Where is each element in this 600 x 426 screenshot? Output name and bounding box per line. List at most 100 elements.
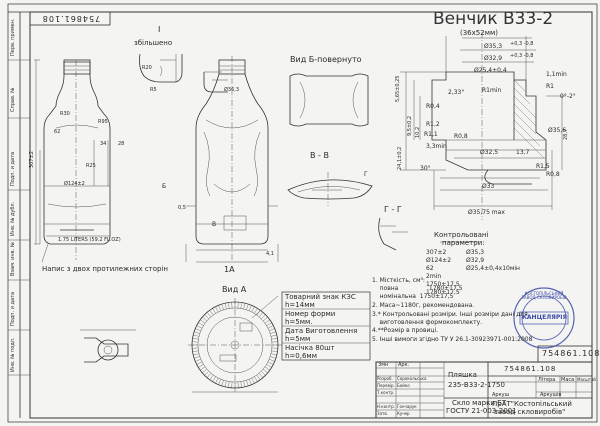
control-row-3-right: Ø25,4±0,4х10мін — [466, 265, 520, 272]
dim-28: 28 — [118, 141, 125, 147]
tb-name-3: Сорокольська — [397, 376, 427, 381]
page-title: Венчик В33-2 — [433, 9, 554, 29]
neck-d3: Ø25,4±0,4 — [474, 67, 507, 74]
tb-role-3: Розроб. — [377, 376, 393, 381]
dim-r95: R95 — [98, 119, 108, 125]
neck-d2: Ø32,9 — [484, 55, 503, 62]
detail-i — [139, 53, 183, 83]
note-4: 4.**Розмір в провиці. — [372, 327, 439, 334]
view-a-line4: h=5мм. — [285, 318, 313, 326]
control-subtitle: параметри: — [442, 239, 485, 247]
note-3a: виготовлення формокомплекту. — [372, 319, 483, 326]
neck-d5: Ø33 — [482, 183, 495, 190]
control-row-2-right: Ø32,9 — [466, 257, 485, 264]
view-a-line8: h=0,6мм — [285, 352, 317, 360]
tb-product2: 235-В33-2-1750 — [448, 381, 505, 389]
neck-r04: R0,4 — [426, 103, 440, 110]
dim-r20: R20 — [142, 65, 152, 71]
stamp-ring-text: КОСТОПІЛЬСЬКИЙ ЗАВОД СКЛОВИРОБІВ — [521, 291, 567, 301]
neck-h2: 24,1±0,2 — [397, 146, 403, 170]
stamp-text: КАНЦЕЛЯРІЯ — [522, 314, 568, 321]
neck-d4: Ø32,5 — [480, 149, 499, 156]
side-label-2: Справ. № — [10, 87, 16, 112]
tb-doc-number: 754861.108 — [504, 365, 557, 373]
bottle-side-view — [185, 56, 279, 263]
tb-role-2: Арк. — [398, 362, 410, 368]
tb-company1: ПрАТ"Костопільський — [492, 400, 572, 408]
neck-d1: Ø35,3 — [484, 43, 503, 50]
detail-scale: збільшено — [134, 39, 173, 47]
neck-r15: R1,5 — [536, 163, 550, 170]
bottom-detail — [80, 329, 136, 363]
view-a-title: Вид А — [222, 285, 247, 294]
control-row-1-left: 307±2 — [426, 249, 447, 256]
dim-r5: R5 — [150, 87, 157, 93]
tb-name-6: Гончарук — [397, 404, 417, 409]
tb-sheets: Аркушів — [540, 392, 562, 398]
tb-material1: Скло марки БТ — [452, 399, 507, 407]
mark-g: Г — [364, 171, 368, 178]
neck-h1: 5,65±0,25 — [395, 75, 401, 102]
mark-b: Б — [162, 183, 167, 190]
side-label-5: Взам. инв. № — [10, 242, 16, 276]
neck-d7: Ø35,6 — [548, 127, 567, 134]
neck-d1-tol: +0,3 -0,8 — [510, 41, 534, 47]
tb-lit: Літера — [538, 377, 556, 383]
doc-number-box: 754861.108 — [542, 349, 600, 358]
company-stamp — [513, 287, 575, 349]
dim-41: 4,1 — [266, 251, 274, 257]
neck-r1min: 1,1min — [546, 71, 567, 78]
neck-finish-profile — [400, 32, 566, 220]
note-3: 3.* Контрольовані розміри. Інші розміри … — [372, 311, 528, 318]
side-label-4: Инв. № дубл. — [10, 201, 16, 236]
neck-h5: 3,3min — [426, 143, 447, 150]
tb-role-1: Змн — [378, 362, 389, 368]
dim-r25: R25 — [86, 163, 96, 169]
tb-name-7: Кучер — [397, 411, 410, 416]
neck-r08: R0,8 — [454, 133, 468, 140]
tb-scale: Масштаб — [577, 377, 597, 382]
section-1a: 1А — [224, 265, 235, 274]
tb-role-4: Перевір. — [377, 383, 395, 388]
detail-label: I — [158, 25, 161, 34]
view-a-line6: h=5мм — [285, 335, 311, 343]
side-label-7: Инв. № подл. — [10, 337, 16, 373]
control-row-6-left: 1780±17,5 — [426, 289, 460, 296]
control-title: Контрольовані — [434, 231, 489, 239]
control-row-2-left: Ø124±2 — [426, 257, 452, 264]
tb-sheet: Аркуш — [492, 392, 510, 398]
doc-number-top: 754861.108 — [41, 14, 101, 23]
note-1: 1. Місткість, см³: — [372, 277, 425, 284]
neck-d6: Ø35,75 max — [468, 209, 505, 216]
side-label-1: Перв. примен. — [10, 18, 16, 56]
view-b-rotated — [289, 73, 369, 127]
neck-h6: 28,7 — [563, 128, 569, 140]
neck-r1: R1 — [546, 83, 554, 90]
tb-name-4: Бойко — [397, 383, 410, 388]
neck-angle2: 30° — [420, 165, 431, 172]
neck-h4: 10,2 — [415, 126, 421, 138]
dim-height: 307±2 — [29, 151, 35, 168]
view-a-line3: Номер форми — [285, 310, 336, 318]
dim-r30: R30 — [60, 111, 70, 117]
neck-r11: R1,1 — [424, 131, 438, 138]
neck-d2-tol: +0,3 -0,8 — [510, 53, 534, 59]
note-2: 2. Маса~1180г, рекомендована. — [372, 302, 475, 309]
note-1a: повна 1780±17,5 — [372, 285, 463, 292]
view-b-title: Вид Б-повернуто — [290, 55, 362, 64]
title-block-lines — [375, 361, 593, 419]
note-5: 5. Інші вимоги згідно ТУ У 26.1-30923971… — [372, 336, 533, 343]
control-row-1-right: Ø35,3 — [466, 249, 485, 256]
tb-product1: Пляшка — [448, 371, 477, 379]
section-v-title: В - В — [310, 151, 329, 160]
view-a-line5: Дата Виготовлення — [285, 327, 358, 335]
view-a-line1: Товарний знак КЗС — [285, 293, 356, 301]
neck-r1min2: R1min — [482, 87, 502, 94]
bottle-front-view — [34, 59, 111, 263]
view-a-line7: Насічка 80шт — [285, 344, 335, 352]
dim-62: 62 — [54, 129, 61, 135]
dim-34: 34 — [100, 141, 107, 147]
tb-role-5: Т.контр. — [377, 390, 395, 395]
